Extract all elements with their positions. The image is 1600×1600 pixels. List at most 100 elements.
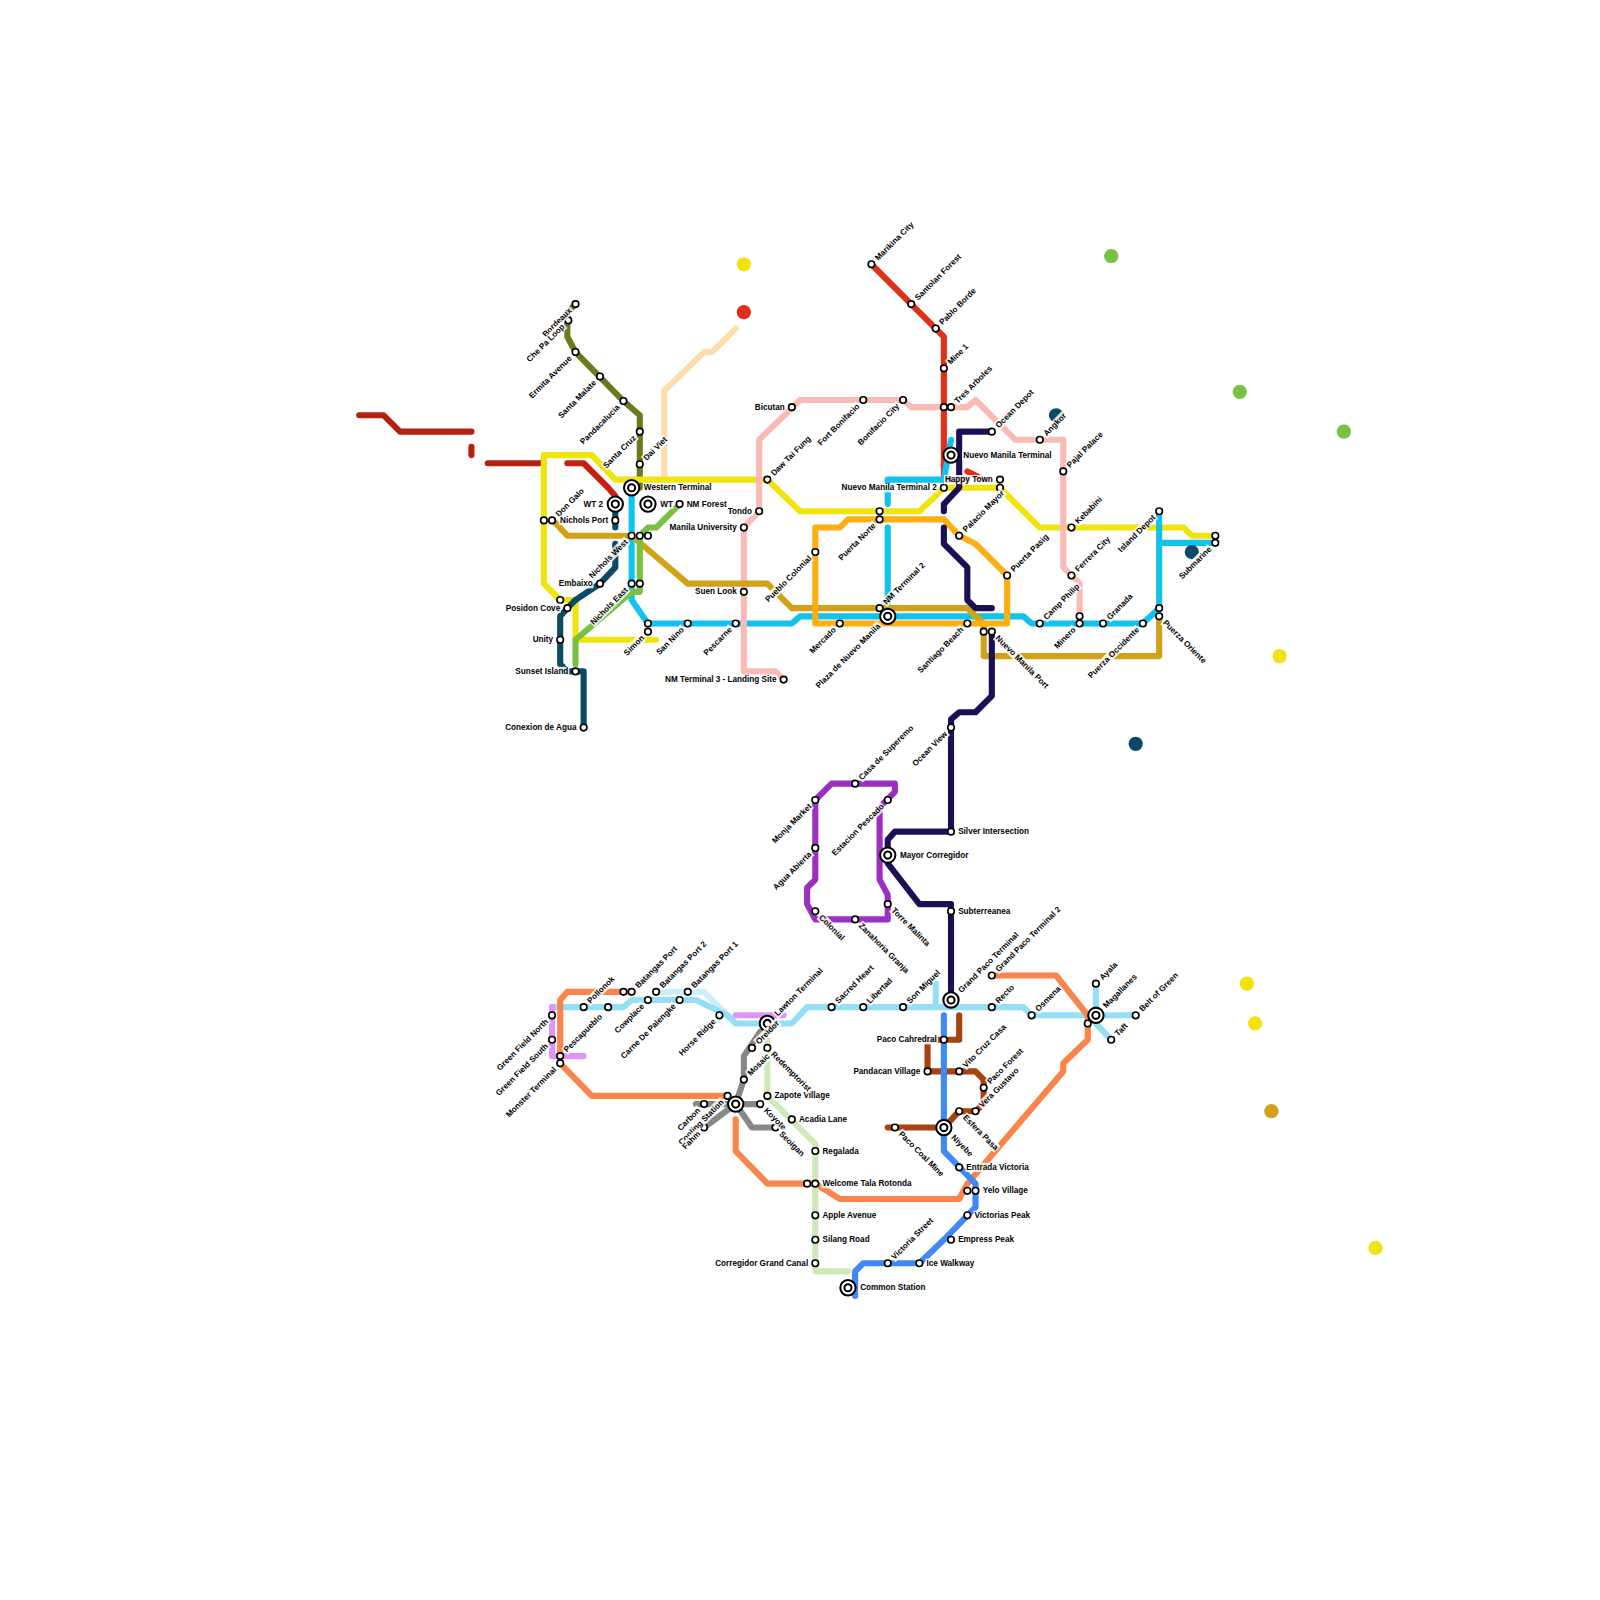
station-label: Empress Peak	[957, 1235, 1015, 1244]
station-label: Embaixo	[558, 579, 594, 588]
station-label: Western Terminal	[643, 483, 713, 492]
station-label: Apple Avenue	[821, 1211, 877, 1220]
station-label: Bicutan	[754, 403, 786, 412]
station-dot	[756, 508, 763, 515]
station-label: Conexion de Agua	[504, 723, 577, 732]
station-dot	[541, 517, 548, 524]
station-label: Osmena	[1033, 983, 1064, 1014]
station-label: Corregidor Grand Canal	[714, 1259, 809, 1268]
station-label: Carne De Palengke	[618, 1001, 678, 1061]
station-dot	[948, 1237, 955, 1244]
interchange-core	[947, 996, 954, 1003]
station-dot	[812, 797, 819, 804]
station-dot	[852, 916, 859, 923]
station-label: Pueblo Colonial	[763, 553, 815, 605]
station-dot	[597, 580, 604, 587]
station-dot	[1156, 508, 1163, 515]
station-label: Simon	[621, 633, 647, 659]
station-dot	[916, 1260, 923, 1267]
station-dot	[572, 668, 579, 675]
station-label: Subterreanea	[957, 907, 1011, 916]
interchange-ring	[880, 847, 895, 862]
route-line	[744, 400, 1080, 680]
station-dot	[941, 365, 948, 372]
station-label: Kebabini	[1073, 494, 1105, 526]
station-label: Santa Malate	[556, 378, 599, 421]
station-dot	[989, 1004, 996, 1011]
station-dot	[860, 1004, 867, 1011]
route-line	[944, 432, 992, 512]
route-line	[944, 528, 992, 609]
station-label: Ocean Depot	[993, 387, 1037, 431]
station-dot	[741, 524, 748, 531]
station-label: Yelo Village	[982, 1186, 1029, 1195]
station-label: Santolan Forest	[912, 251, 964, 303]
station-label: Silang Road	[821, 1235, 870, 1244]
station-dot	[941, 1037, 948, 1044]
interchange-core	[1092, 1012, 1099, 1019]
station-label: Island Depot	[1116, 512, 1159, 555]
station-dot	[580, 1004, 587, 1011]
station-dot	[764, 476, 771, 483]
station-dot	[972, 1108, 979, 1115]
station-dot	[749, 1045, 756, 1052]
station-dot	[1212, 540, 1219, 547]
station-label: Puerta Pasig	[1008, 532, 1051, 575]
station-dot	[789, 404, 796, 411]
station-label: Belt of Green	[1137, 970, 1181, 1014]
station-label: Nichols Port	[559, 516, 609, 525]
station-dot	[645, 997, 652, 1004]
station-dot	[1212, 532, 1219, 539]
station-dot	[676, 501, 683, 508]
station-dot	[637, 428, 644, 435]
station-label: Tondo	[727, 507, 753, 516]
station-dot	[997, 476, 1004, 483]
station-dot	[989, 972, 996, 979]
station-label: Mercado	[807, 625, 839, 657]
station-label: Marikina City	[873, 219, 917, 263]
station-label: Pajal Palace	[1064, 429, 1105, 470]
station-dot	[1156, 613, 1163, 620]
station-label: Santiago Beach	[915, 625, 966, 676]
station-dot	[1140, 620, 1147, 627]
station-dot	[908, 301, 915, 308]
station-dot	[612, 517, 619, 524]
station-label: Ayala	[1097, 959, 1120, 982]
station-dot	[948, 828, 955, 835]
station-label: Palacio Mayor	[960, 488, 1007, 535]
route-line	[933, 984, 939, 1007]
station-dot	[716, 1012, 723, 1019]
station-label: Mine 1	[945, 341, 971, 367]
interchange-ring	[936, 1120, 951, 1135]
station-dot	[1076, 620, 1083, 627]
color-dot	[1248, 1016, 1262, 1030]
station-dot	[549, 517, 556, 524]
station-label: Libertad	[864, 975, 895, 1006]
station-dot	[932, 325, 939, 332]
station-dot	[645, 532, 652, 539]
station-dot	[924, 1068, 931, 1075]
station-label: Pablo Borde	[937, 286, 979, 328]
color-dot	[1233, 385, 1247, 399]
station-dot	[989, 628, 996, 635]
color-dot	[1272, 649, 1286, 663]
station-dot	[1028, 1012, 1035, 1019]
station-dot	[572, 301, 579, 308]
station-label: Pandacan Village	[852, 1067, 921, 1076]
station-dot	[580, 724, 587, 731]
station-dot	[812, 845, 819, 852]
station-label: Torre Malinta	[889, 905, 933, 949]
station-label: Nuevo Manila Port	[993, 633, 1051, 691]
station-dot	[741, 589, 748, 596]
station-dot	[989, 428, 996, 435]
station-dot	[637, 532, 644, 539]
station-label: Common Station	[859, 1283, 926, 1292]
route-line	[855, 1015, 975, 1296]
station-dot	[884, 901, 891, 908]
station-dot	[628, 989, 635, 996]
station-dot	[956, 532, 963, 539]
station-dot	[964, 1212, 971, 1219]
station-dot	[1108, 1037, 1115, 1044]
